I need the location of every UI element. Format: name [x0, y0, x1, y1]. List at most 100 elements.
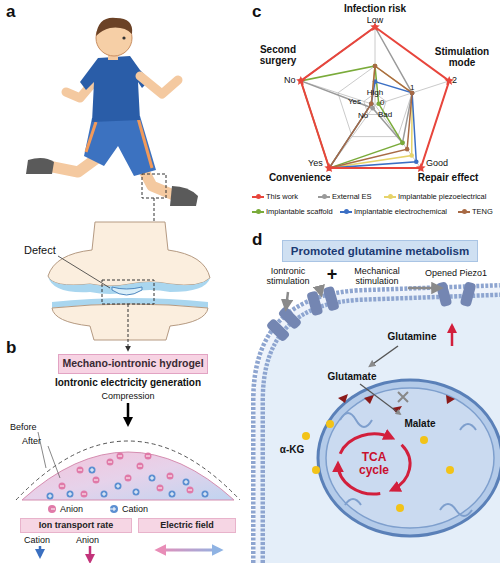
label-band: Electric field	[138, 518, 236, 533]
cell-illustration-part	[370, 346, 398, 366]
radar-series	[329, 66, 412, 168]
charge-sign	[82, 494, 86, 495]
legend-entry: External ES	[318, 192, 372, 201]
section-heading: Iontronic electricity generation	[55, 377, 201, 388]
hydrogel-dome-part	[48, 505, 56, 513]
legend-marker	[344, 209, 349, 214]
axis-tick: Low	[367, 15, 384, 25]
legend-marker	[388, 194, 393, 199]
axis-title: Infection risk	[344, 3, 406, 14]
legend-marker	[256, 209, 261, 214]
cell-illustration-part	[420, 436, 428, 444]
cell-illustration	[258, 281, 500, 563]
legend-text: External ES	[332, 192, 372, 201]
panel-letter: b	[6, 338, 16, 357]
metabolite-label: Glutamate	[328, 371, 377, 382]
anion-dot	[117, 453, 124, 460]
axis-title: Repair effect	[418, 172, 479, 183]
axis-title: Stimulation mode	[426, 46, 498, 68]
legend-entry: TENG	[458, 207, 493, 216]
callout-label: After	[22, 436, 41, 446]
cell-illustration-part-part	[277, 306, 302, 331]
legend-text: TENG	[472, 207, 493, 216]
cycle-circle: TCA cycle	[332, 428, 416, 500]
series-marker	[400, 141, 405, 146]
legend-swatch	[252, 208, 264, 216]
axis-title: Convenience	[269, 172, 331, 183]
cation-dot	[101, 491, 108, 498]
cell-illustration-part	[360, 384, 400, 414]
cell-illustration-part	[396, 504, 404, 512]
legend-text: Implantable electrochemical	[354, 207, 447, 216]
cell-illustration-part-part	[323, 286, 340, 312]
knee-joint-part	[58, 256, 110, 288]
series-marker	[400, 141, 405, 146]
anion-dot	[157, 485, 164, 492]
anion-dot	[187, 487, 194, 494]
runner-illustration-part	[154, 198, 155, 222]
plus-symbol: +	[327, 264, 338, 284]
charge-sign	[188, 490, 192, 491]
series-marker	[369, 101, 374, 106]
charge-sign	[168, 476, 172, 477]
series-marker	[373, 64, 378, 69]
cell-illustration-part	[320, 290, 321, 294]
legend-marker	[256, 194, 261, 199]
knee-joint-part	[48, 222, 210, 286]
charge-sign	[60, 486, 64, 487]
runner-illustration-part	[138, 118, 152, 168]
radar-series	[301, 27, 449, 168]
panel-letter: c	[252, 2, 261, 21]
anion-dot	[125, 475, 132, 482]
charge-sign	[104, 492, 105, 496]
callout-label: Defect	[24, 244, 56, 256]
charge-sign	[108, 509, 112, 510]
legend-marker	[462, 209, 467, 214]
anion-dot	[81, 491, 88, 498]
cation-dot	[47, 493, 54, 500]
node-text: Electric field	[160, 521, 214, 531]
anion-dot	[107, 459, 114, 466]
knee-joint-part	[48, 276, 210, 294]
hydrogel-dome-part	[127, 403, 130, 424]
label-band: Ion transport rate	[20, 518, 132, 533]
hydrogel-dome-part	[48, 446, 60, 478]
charge-sign	[186, 480, 187, 484]
charge-sign	[205, 492, 206, 496]
charge-sign	[108, 462, 112, 463]
charge-sign	[118, 484, 119, 488]
cation-dot	[169, 491, 176, 498]
cation-dot	[149, 475, 156, 482]
callout-label: Opened Piezo1	[425, 268, 487, 278]
cell-illustration-part	[312, 466, 320, 474]
charge-sign	[158, 488, 162, 489]
series-marker	[414, 159, 419, 164]
radar-series	[329, 82, 416, 169]
node-text: Promoted glutamine metabolism	[291, 245, 469, 258]
cation-dot	[89, 467, 96, 474]
anion-dot	[167, 473, 174, 480]
charge-sign	[50, 494, 51, 498]
series-marker	[373, 64, 378, 69]
charge-sign	[146, 456, 150, 457]
legend-swatch	[252, 193, 264, 201]
legend-swatch	[458, 208, 470, 216]
anion-dot	[59, 483, 66, 490]
axis-tick: 2	[452, 75, 457, 85]
series-marker	[409, 153, 414, 158]
legend-text: Implantable scaffold	[266, 207, 333, 216]
charge-sign	[152, 476, 153, 480]
legend-swatch	[384, 193, 396, 201]
cell-illustration-part	[306, 286, 340, 317]
cell-illustration-part-part	[306, 290, 323, 316]
legend-entry: This work	[252, 192, 298, 201]
runner-illustration-part	[142, 174, 166, 198]
anion-dot	[77, 467, 84, 474]
legend-swatch	[318, 193, 330, 201]
runner-illustration-part	[86, 122, 96, 152]
anion-dot	[93, 477, 100, 484]
axis-tick: No	[358, 112, 368, 121]
charge-sign	[94, 480, 98, 481]
runner-illustration-part	[140, 76, 178, 94]
charge-sign	[70, 492, 71, 496]
